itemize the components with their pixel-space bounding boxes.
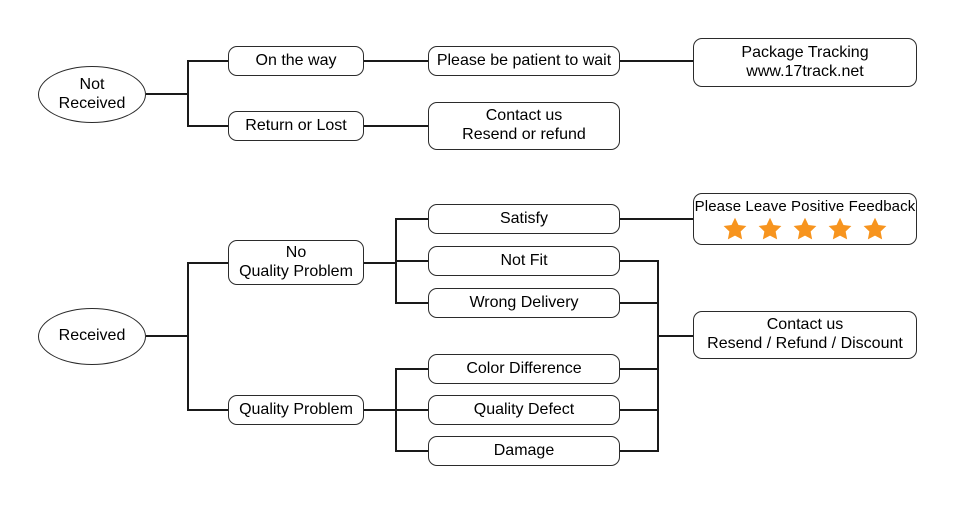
connector-qp-to-color-difference (395, 368, 429, 370)
node-quality-defect-label: Quality Defect (473, 400, 575, 418)
connector-quality-defect-to-merge (619, 409, 659, 411)
node-not-received-line2: Received (58, 94, 126, 112)
connector-return-lost-to-contact (363, 125, 429, 127)
node-package-tracking-line2: www.17track.net (746, 62, 864, 80)
connector-not-received-stem (146, 93, 188, 95)
star-icon[interactable] (792, 216, 818, 242)
node-color-difference[interactable]: Color Difference (428, 354, 620, 384)
connector-satisfy-to-feedback (619, 218, 694, 220)
star-icon[interactable] (827, 216, 853, 242)
node-wrong-delivery-label: Wrong Delivery (469, 293, 579, 311)
connector-qp-stem (363, 409, 397, 411)
connector-merge-trunk (657, 260, 659, 452)
connector-to-return-or-lost (187, 125, 229, 127)
star-icon[interactable] (722, 216, 748, 242)
node-no-quality-problem[interactable]: No Quality Problem (228, 240, 364, 285)
node-quality-problem-label: Quality Problem (239, 400, 353, 418)
node-not-fit-label: Not Fit (500, 251, 548, 269)
connector-qp-to-damage (395, 450, 429, 452)
node-no-quality-problem-line1: No (285, 243, 307, 261)
connector-nqp-to-satisfy (395, 218, 429, 220)
node-not-fit[interactable]: Not Fit (428, 246, 620, 276)
connector-nqp-to-wrong-delivery (395, 302, 429, 304)
node-contact-us-resend-refund-discount[interactable]: Contact us Resend / Refund / Discount (693, 311, 917, 359)
node-return-or-lost-label: Return or Lost (245, 116, 347, 134)
connector-nqp-stem (363, 262, 397, 264)
node-contact-us-resend-refund[interactable]: Contact us Resend or refund (428, 102, 620, 150)
node-package-tracking[interactable]: Package Tracking www.17track.net (693, 38, 917, 87)
connector-wrong-delivery-to-merge (619, 302, 659, 304)
node-leave-positive-feedback[interactable]: Please Leave Positive Feedback (693, 193, 917, 245)
node-satisfy[interactable]: Satisfy (428, 204, 620, 234)
node-be-patient-to-wait[interactable]: Please be patient to wait (428, 46, 620, 76)
connector-not-received-trunk (187, 61, 189, 126)
node-contact-us-bottom-line1: Contact us (766, 316, 844, 334)
connector-merge-to-contact-us (657, 335, 694, 337)
node-color-difference-label: Color Difference (466, 359, 582, 377)
node-no-quality-problem-line2: Quality Problem (239, 262, 353, 280)
connector-received-trunk (187, 262, 189, 411)
node-contact-us-top-line2: Resend or refund (462, 126, 586, 143)
node-damage[interactable]: Damage (428, 436, 620, 466)
star-icon[interactable] (862, 216, 888, 242)
node-wrong-delivery[interactable]: Wrong Delivery (428, 288, 620, 318)
node-not-received[interactable]: Not Received (38, 66, 146, 123)
connector-not-fit-to-merge (619, 260, 659, 262)
connector-received-stem (146, 335, 188, 337)
connector-to-no-quality-problem (187, 262, 229, 264)
connector-color-difference-to-merge (619, 368, 659, 370)
node-package-tracking-line1: Package Tracking (741, 43, 869, 61)
connector-on-the-way-to-be-patient (363, 60, 429, 62)
connector-qp-to-quality-defect (395, 409, 429, 411)
node-quality-defect[interactable]: Quality Defect (428, 395, 620, 425)
node-received[interactable]: Received (38, 308, 146, 365)
connector-nqp-to-not-fit (395, 260, 429, 262)
node-contact-us-bottom-line2: Resend / Refund / Discount (707, 335, 903, 352)
feedback-caption: Please Leave Positive Feedback (694, 197, 916, 215)
node-received-label: Received (58, 327, 126, 345)
node-be-patient-label: Please be patient to wait (436, 51, 612, 69)
connector-to-on-the-way (187, 60, 229, 62)
node-damage-label: Damage (493, 441, 555, 459)
node-satisfy-label: Satisfy (499, 209, 548, 227)
rating-stars[interactable] (722, 216, 888, 242)
node-not-received-line1: Not (79, 75, 105, 93)
connector-to-quality-problem (187, 409, 229, 411)
node-contact-us-top-line1: Contact us (485, 107, 563, 125)
node-return-or-lost[interactable]: Return or Lost (228, 111, 364, 141)
connector-be-patient-to-tracking (619, 60, 694, 62)
node-on-the-way[interactable]: On the way (228, 46, 364, 76)
connector-damage-to-merge (619, 450, 659, 452)
node-on-the-way-label: On the way (255, 51, 337, 69)
star-icon[interactable] (757, 216, 783, 242)
node-quality-problem[interactable]: Quality Problem (228, 395, 364, 425)
